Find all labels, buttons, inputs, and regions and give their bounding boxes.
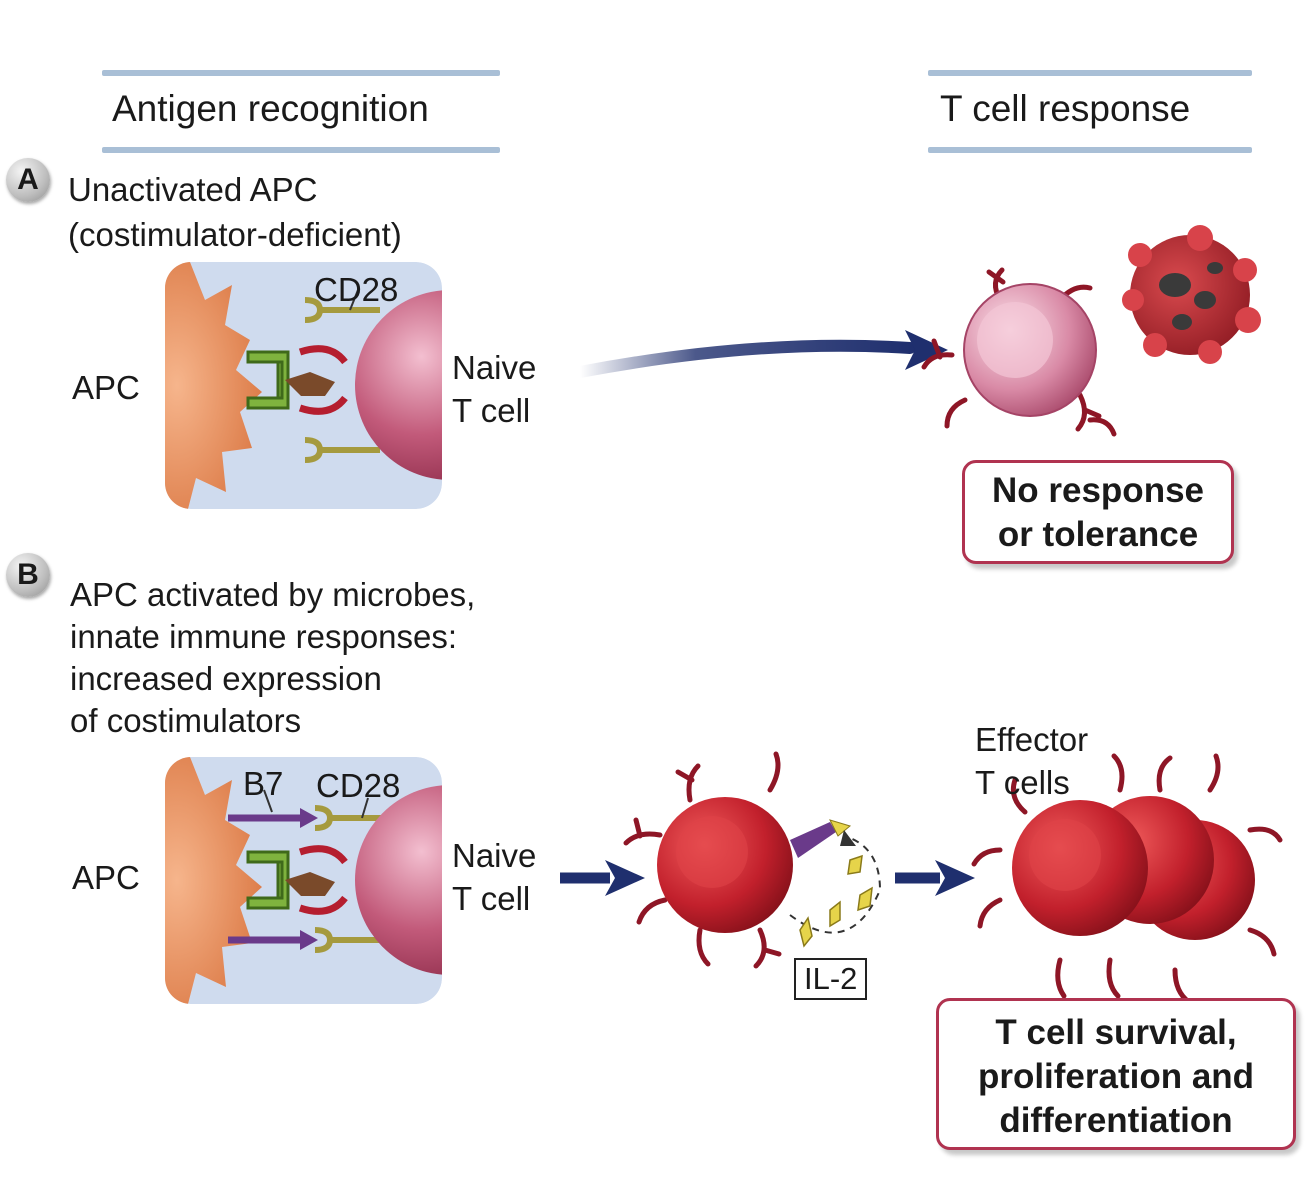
panel-a-badge: A [6, 158, 50, 202]
naive-tcell-b [355, 785, 442, 975]
apc-cell-a [165, 262, 262, 509]
header-tcell-response: T cell response [940, 88, 1191, 129]
outcome-b-line-3: differentiation [999, 1101, 1233, 1140]
panel-a-caption-1: Unactivated APC [68, 171, 318, 208]
header-bar-left-bottom [102, 147, 500, 153]
synapse-box-a [165, 262, 442, 509]
synapse-box-b [165, 757, 442, 1004]
panel-b-naive-1: Naive [452, 837, 537, 874]
header-bar-right-bottom [928, 147, 1252, 153]
apoptotic-cell [1122, 225, 1261, 364]
header-bar-right-top [928, 70, 1252, 76]
il2-loop [789, 837, 882, 934]
panel-a-caption-2: (costimulator-deficient) [68, 216, 402, 253]
panel-b-badge: B [6, 553, 50, 597]
panel-a-apc-label: APC [72, 369, 140, 406]
panel-a-naive-2: T cell [452, 392, 531, 429]
panel-b-b7-label: B7 [243, 765, 284, 802]
panel-a-naive-1: Naive [452, 349, 537, 386]
il2-label: IL-2 [794, 958, 868, 1000]
panel-b-caption-2: innate immune responses: [70, 618, 458, 655]
outcome-a-line-1: No response [992, 471, 1204, 510]
panel-b-caption-3: increased expression [70, 660, 382, 697]
outcome-b-line-2: proliferation and [977, 1057, 1255, 1096]
panel-a-cd28-label: CD28 [314, 271, 399, 308]
header-bar-left-top [102, 70, 500, 76]
panel-b-apc-label: APC [72, 859, 140, 896]
effector-label-2: T cells [975, 764, 1070, 801]
outcome-a-line-2: or tolerance [997, 515, 1199, 554]
arrow-a [574, 339, 916, 378]
panel-b-caption-4: of costimulators [70, 702, 302, 739]
naive-tcell-a [355, 290, 442, 480]
effector-tcells [971, 753, 1283, 1005]
outcome-tcell-survival: T cell survival, proliferation and diffe… [936, 998, 1296, 1150]
effector-label-1: Effector [975, 721, 1089, 758]
outcome-no-response: No response or tolerance [962, 460, 1234, 564]
panel-b-cd28-label: CD28 [316, 767, 401, 804]
activated-tcell [623, 751, 782, 969]
outcome-b-line-1: T cell survival, [995, 1013, 1237, 1052]
panel-b-caption-1: APC activated by microbes, [70, 576, 476, 613]
header-antigen-recognition: Antigen recognition [112, 88, 429, 129]
apc-cell-b [165, 757, 262, 1004]
panel-b-naive-2: T cell [452, 880, 531, 917]
